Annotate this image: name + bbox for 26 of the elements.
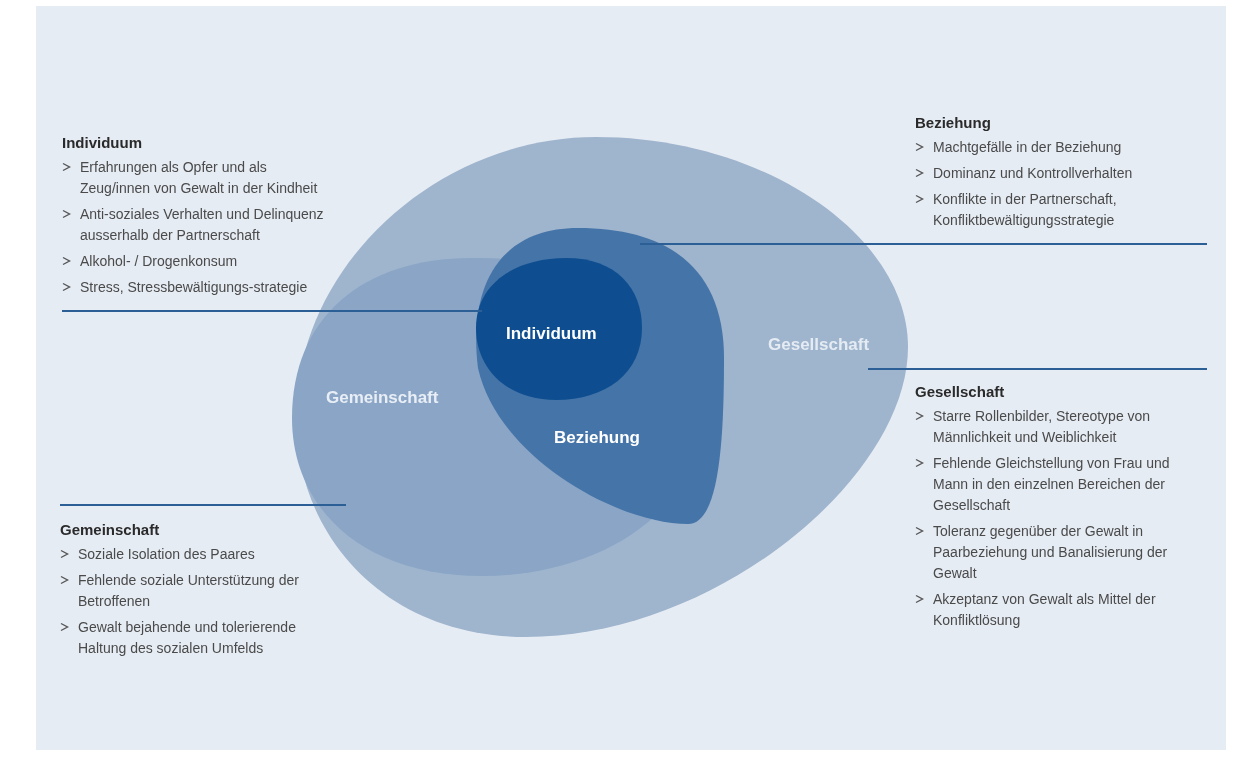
heading: Individuum: [62, 133, 142, 153]
bullet-text: Fehlende soziale Unterstützung der Betroffenen: [78, 571, 301, 611]
heading: Gesellschaft: [915, 382, 1005, 402]
bullet-text: Stress, Stressbewältigungs-strategie: [80, 278, 308, 297]
bullet-text: Dominanz und Kontrollverhalten: [933, 164, 1133, 183]
bullet-text: Toleranz gegenüber der Gewalt in Paarbeziehung und Banalisierung der Gewalt: [933, 522, 1169, 583]
region-label: Gemeinschaft: [326, 387, 439, 409]
bullet-text: Erfahrungen als Opfer und als Zeug/innen von Gewalt in der Kindheit: [80, 158, 319, 198]
bullet-text: Starre Rollenbilder, Stereotype von Männlichkeit und Weiblichkeit: [933, 407, 1152, 447]
bullet-text: Machtgefälle in der Beziehung: [933, 138, 1122, 157]
heading: Beziehung: [915, 113, 991, 133]
leader-line: [61, 310, 483, 312]
region-label: Individuum: [506, 323, 597, 345]
leader-line: [59, 504, 347, 506]
bullet-text: Konflikte in der Partnerschaft, Konfliktbewältigungsstrategie: [933, 190, 1118, 230]
heading: Gemeinschaft: [60, 520, 160, 540]
bullet-text: Soziale Isolation des Paares: [78, 545, 255, 564]
bullet-text: Alkohol- / Drogenkonsum: [80, 252, 238, 271]
bullet-text: Akzeptanz von Gewalt als Mittel der Konfliktlösung: [933, 590, 1157, 630]
bullet-text: Anti-soziales Verhalten und Delinquenz ausserhalb der Partnerschaft: [80, 205, 324, 245]
bullet-text: Gewalt bejahende und tolerierende Haltung des sozialen Umfelds: [78, 618, 297, 658]
region-label: Gesellschaft: [768, 334, 870, 356]
bullet-text: Fehlende Gleichstellung von Frau und Mann in den einzelnen Bereichen der Gesellschaft: [933, 454, 1171, 515]
region-label: Beziehung: [554, 427, 640, 449]
leader-line: [639, 243, 1208, 245]
leader-line: [867, 368, 1208, 370]
